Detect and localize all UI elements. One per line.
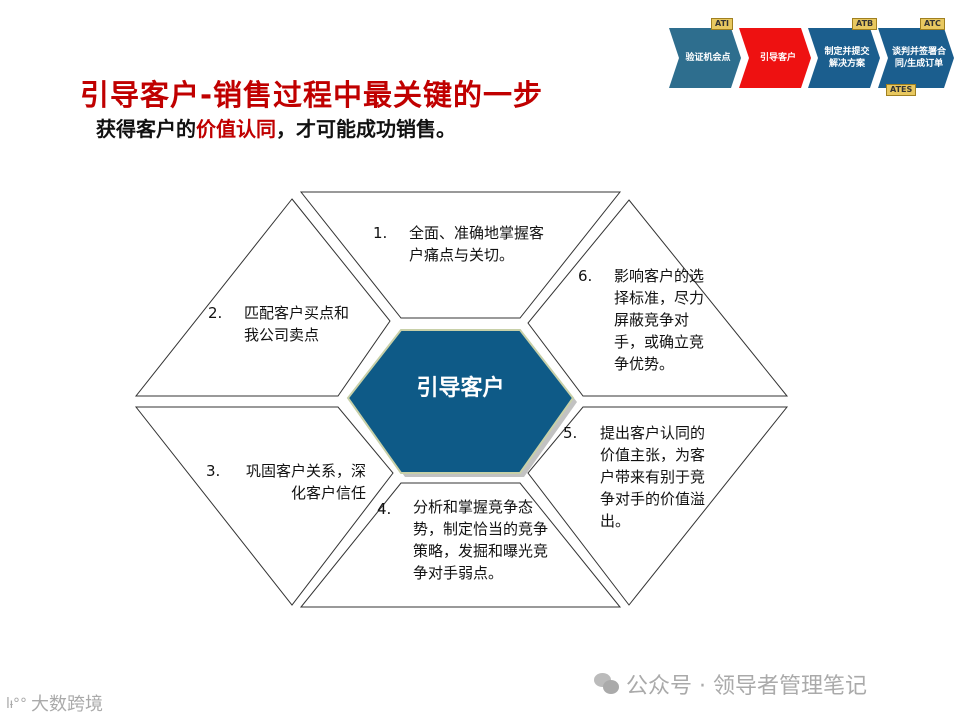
badge-ati: ATI [711, 18, 734, 30]
center-hexagon [346, 329, 575, 474]
subtitle-highlight: 价值认同 [196, 117, 276, 141]
item-3-text: 巩固客户关系，深化客户信任 [245, 462, 366, 502]
item-5-number: 5. [563, 424, 578, 442]
item-4-text: 分析和掌握竞争态势，制定恰当的竞争策略，发掘和曝光竞争对手弱点。 [413, 498, 549, 582]
item-3-number: 3. [206, 462, 221, 480]
watermark-left: lᵼ°° 大数跨境 [6, 694, 103, 715]
segment-2 [134, 198, 391, 397]
item-5-text: 提出客户认同的价值主张，为客户带来有别于竞争对手的价值溢出。 [600, 424, 706, 530]
subtitle-prefix: 获得客户的 [96, 117, 196, 141]
page-title: 引导客户-销售过程中最关键的一步 [80, 78, 544, 112]
item-6-text: 影响客户的选择标准，尽力屏蔽竞争对手，或确立竞争优势。 [614, 267, 705, 373]
subtitle-suffix: ，才可能成功销售。 [276, 117, 456, 141]
segment-1 [299, 191, 622, 319]
segment-5 [527, 406, 789, 606]
badge-ates: ATES [886, 84, 917, 96]
badge-atc: ATC [920, 18, 945, 30]
process-step-2: 引导客户 [739, 28, 811, 88]
item-4-number: 4. [377, 500, 392, 518]
item-1-text: 全面、准确地掌握客户痛点与关切。 [409, 224, 545, 264]
process-step-1: 验证机会点 [669, 28, 741, 88]
page-subtitle: 获得客户的价值认同，才可能成功销售。 [96, 113, 456, 142]
badge-atb: ATB [852, 18, 878, 30]
center-label: 引导客户 [416, 376, 505, 401]
segment-3 [134, 406, 394, 606]
watermark-wechat: 公众号 · 领导者管理笔记 [594, 668, 867, 700]
segment-4 [299, 482, 622, 608]
item-6-number: 6. [578, 267, 593, 285]
process-step-3: 制定并提交解决方案 [808, 28, 880, 88]
segment-6 [527, 199, 789, 397]
item-1-number: 1. [373, 224, 388, 242]
item-2-text: 匹配客户买点和我公司卖点 [244, 304, 350, 344]
process-step-4: 谈判并签署合同/生成订单 [878, 28, 954, 88]
item-2-number: 2. [208, 304, 223, 322]
logo-icon: lᵼ°° [6, 695, 27, 712]
wechat-icon [594, 673, 620, 695]
